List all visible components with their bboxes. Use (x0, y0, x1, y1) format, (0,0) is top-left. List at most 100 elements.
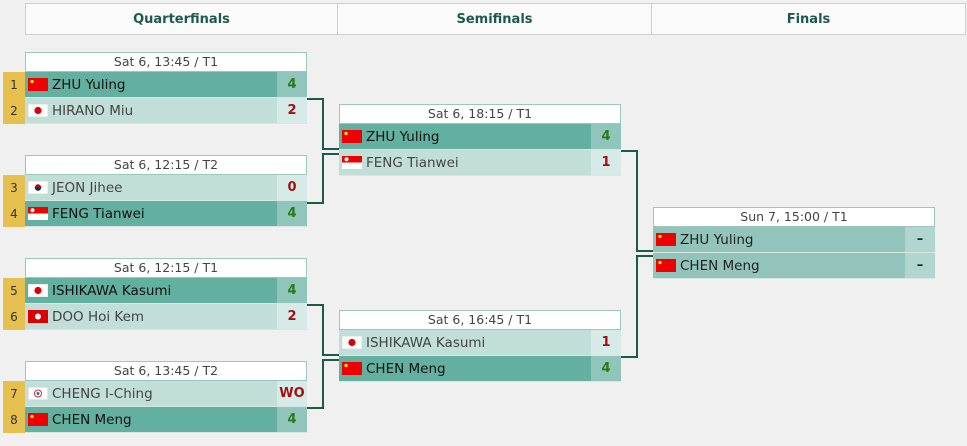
match-date: Sat 6, 13:45 / T2 (25, 361, 307, 381)
player-name-cell: ISHIKAWA Kasumi (25, 278, 277, 303)
match-date: Sun 7, 15:00 / T1 (653, 207, 935, 227)
bracket-connector (636, 150, 638, 252)
player-score: 4 (591, 124, 621, 149)
player-score: 2 (277, 98, 307, 123)
match-date: Sat 6, 18:15 / T1 (339, 104, 621, 124)
player-name-cell: JEON Jihee (25, 175, 277, 200)
bracket-connector (307, 98, 323, 100)
player-name: FENG Tianwei (52, 205, 145, 222)
player-score: 4 (277, 278, 307, 303)
player-name-cell: ZHU Yuling (653, 227, 905, 252)
seed-badge: 5 (3, 278, 25, 304)
player-name: CHEN Meng (52, 411, 132, 428)
player-row[interactable]: 5 ISHIKAWA Kasumi 4 (3, 278, 307, 304)
match-date: Sat 6, 12:15 / T1 (25, 258, 307, 278)
flag-china-icon (342, 130, 362, 143)
player-name-cell: ZHU Yuling (339, 124, 591, 149)
player-row[interactable]: 8 CHEN Meng 4 (3, 407, 307, 433)
bracket-connector (307, 202, 323, 204)
seed-badge: 7 (3, 381, 25, 407)
flag-hong-kong-icon (28, 310, 48, 323)
flag-japan-icon (27, 283, 49, 298)
player-score: 1 (591, 150, 621, 175)
flag-singapore-icon (342, 156, 362, 169)
player-name-cell: ZHU Yuling (25, 72, 277, 97)
player-name-cell: DOO Hoi Kem (25, 304, 277, 329)
flag-japan-icon (341, 335, 363, 350)
player-row[interactable]: 7 CHENG I-Ching WO (3, 381, 307, 407)
bracket-connector (322, 98, 324, 150)
seed-badge: 3 (3, 175, 25, 201)
bracket-connector (621, 356, 637, 358)
flag-china-icon (28, 78, 48, 91)
player-name: FENG Tianwei (366, 154, 459, 171)
flag-chinese-taipei-icon (27, 386, 49, 401)
player-row[interactable]: ISHIKAWA Kasumi 1 (339, 330, 621, 356)
flag-korea-icon (27, 180, 49, 195)
player-score: 4 (277, 72, 307, 97)
player-name: ZHU Yuling (366, 128, 440, 145)
bracket-connector (322, 148, 339, 150)
player-name: HIRANO Miu (52, 102, 134, 119)
player-row[interactable]: FENG Tianwei 1 (339, 150, 621, 176)
flag-china-icon (656, 259, 676, 272)
player-row[interactable]: 1 ZHU Yuling 4 (3, 72, 307, 98)
player-score: WO (277, 381, 307, 406)
player-score: 0 (277, 175, 307, 200)
seed-badge: 2 (3, 98, 25, 124)
round-header-finals: Finals (651, 3, 966, 35)
player-score: 1 (591, 330, 621, 355)
player-row[interactable]: 2 HIRANO Miu 2 (3, 98, 307, 124)
player-name-cell: FENG Tianwei (339, 150, 591, 175)
bracket-connector (307, 304, 323, 306)
round-header-semifinals: Semifinals (337, 3, 652, 35)
bracket-connector (636, 255, 653, 257)
player-score: – (905, 227, 935, 252)
bracket-connector (322, 359, 339, 361)
bracket-connector (636, 255, 638, 358)
player-row[interactable]: CHEN Meng – (653, 253, 935, 279)
player-name: ISHIKAWA Kasumi (366, 334, 486, 351)
player-row[interactable]: ZHU Yuling – (653, 227, 935, 253)
player-name-cell: CHEN Meng (653, 253, 905, 278)
player-name: CHEN Meng (680, 257, 760, 274)
seed-badge: 8 (3, 407, 25, 433)
player-name: ZHU Yuling (680, 231, 754, 248)
bracket-connector (322, 359, 324, 409)
player-score: 2 (277, 304, 307, 329)
player-score: – (905, 253, 935, 278)
bracket-connector (322, 354, 339, 356)
bracket-connector (322, 153, 324, 204)
player-name-cell: CHEN Meng (339, 356, 591, 381)
flag-china-icon (28, 413, 48, 426)
player-row[interactable]: 3 JEON Jihee 0 (3, 175, 307, 201)
player-name: ZHU Yuling (52, 76, 126, 93)
match-date: Sat 6, 13:45 / T1 (25, 52, 307, 72)
player-name: ISHIKAWA Kasumi (52, 282, 172, 299)
bracket-connector (636, 250, 653, 252)
bracket-connector (322, 304, 324, 356)
player-name-cell: CHENG I-Ching (25, 381, 277, 406)
flag-singapore-icon (28, 207, 48, 220)
player-name-cell: HIRANO Miu (25, 98, 277, 123)
player-name: JEON Jihee (52, 179, 123, 196)
player-name-cell: FENG Tianwei (25, 201, 277, 226)
player-score: 4 (277, 407, 307, 432)
player-name: CHENG I-Ching (52, 385, 153, 402)
match-card[interactable]: Sun 7, 15:00 / T1 ZHU Yuling – CHEN Meng – (653, 207, 935, 279)
player-score: 4 (591, 356, 621, 381)
match-date: Sat 6, 12:15 / T2 (25, 155, 307, 175)
seed-badge: 1 (3, 72, 25, 98)
seed-badge: 6 (3, 304, 25, 330)
player-row[interactable]: ZHU Yuling 4 (339, 124, 621, 150)
player-score: 4 (277, 201, 307, 226)
